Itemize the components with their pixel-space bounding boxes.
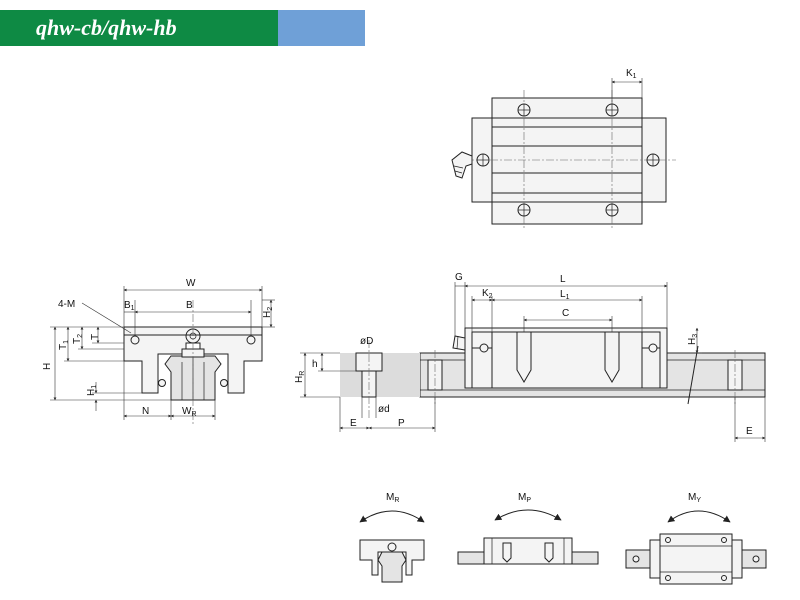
dim-label-w: W	[186, 278, 196, 289]
top-view: K1	[451, 68, 676, 230]
dim-label-e: E	[350, 418, 357, 429]
front-view-carriage	[123, 326, 263, 394]
moment-mp: MP	[457, 492, 599, 565]
banner-green-block	[0, 10, 278, 46]
dim-label-l1: L1	[560, 289, 570, 301]
dim-label-d: øD	[360, 336, 373, 347]
dim-label-wr: WR	[182, 406, 197, 418]
dim-label-b: B	[186, 300, 193, 311]
dim-label-h1: H1	[86, 385, 98, 396]
dim-label-t2: T2	[72, 334, 84, 344]
dim-label-h: H	[42, 363, 53, 370]
dim-label-c: C	[562, 308, 569, 319]
dim-label-h-small: h	[312, 359, 318, 370]
dim-label-h2: H2	[262, 307, 274, 318]
dim-label-l: L	[560, 274, 566, 285]
dim-label-4m: 4-M	[58, 299, 75, 310]
banner-blue-block	[278, 10, 365, 46]
dim-label-d-small: ød	[378, 404, 390, 415]
dim-label-t: T	[90, 334, 101, 340]
top-view-block	[491, 97, 643, 225]
dim-label-h3: H3	[687, 334, 699, 345]
dim-label-g: G	[455, 272, 463, 283]
dim-label-b1: B1	[124, 300, 135, 312]
side-view: G L K2 L1 C H3 øD h HR ød	[294, 272, 766, 442]
moment-mr: MR	[359, 492, 425, 583]
front-view: W B B1 4-M H2 H T1 T2 T	[42, 278, 275, 425]
dim-label-n: N	[142, 406, 149, 417]
moment-label-mr: MR	[386, 492, 399, 504]
moment-label-my: MY	[688, 492, 701, 504]
dim-label-t1: T1	[58, 340, 70, 350]
moment-label-mp: MP	[518, 492, 531, 504]
dim-label-k2: K2	[482, 288, 493, 300]
page-title: qhw-cb/qhw-hb	[36, 15, 177, 40]
header-banner: qhw-cb/qhw-hb	[0, 10, 365, 46]
dim-label-k1: K1	[626, 68, 637, 80]
moment-my: MY	[625, 492, 767, 585]
dim-label-hr: HR	[294, 371, 306, 383]
dim-label-p: P	[398, 418, 405, 429]
dim-label-e-right: E	[746, 426, 753, 437]
grease-nipple-top	[451, 151, 473, 179]
